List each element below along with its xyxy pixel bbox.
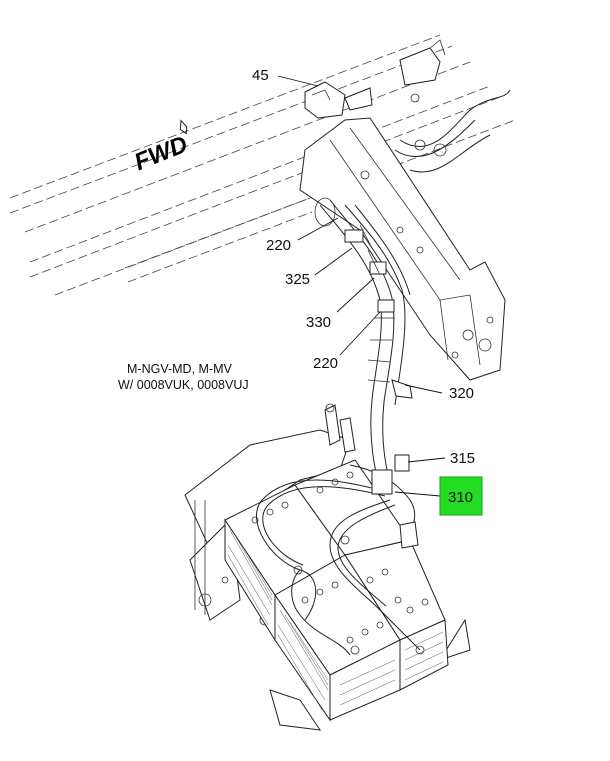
fwd-arrow-icon <box>179 119 188 135</box>
callout-220-upper[interactable]: 220 <box>266 237 291 254</box>
callout-leaders <box>277 75 446 497</box>
fwd-orientation-marker: FWD <box>131 119 192 177</box>
callout-320[interactable]: 320 <box>449 385 474 402</box>
option-note-line1: M-NGV-MD, M-MV <box>127 362 233 376</box>
callout-330[interactable]: 330 <box>306 314 331 331</box>
callout-220-lower[interactable]: 220 <box>313 355 338 372</box>
main-harness <box>314 197 413 491</box>
harness-bracket-hardware <box>324 403 356 453</box>
callout-310-highlight[interactable]: 310 <box>439 476 483 516</box>
frame-rails <box>9 34 516 296</box>
callout-310[interactable]: 310 <box>448 489 473 506</box>
battery-cables <box>256 454 425 656</box>
callout-45[interactable]: 45 <box>252 67 269 84</box>
callout-315[interactable]: 315 <box>450 450 475 467</box>
upper-harness <box>394 89 511 173</box>
crossmember <box>299 117 506 381</box>
fwd-label: FWD <box>131 131 192 177</box>
batteries <box>224 459 449 722</box>
bracket-45 <box>304 39 446 119</box>
option-note-line2: W/ 0008VUK, 0008VUJ <box>118 378 249 392</box>
callout-325[interactable]: 325 <box>285 271 310 288</box>
